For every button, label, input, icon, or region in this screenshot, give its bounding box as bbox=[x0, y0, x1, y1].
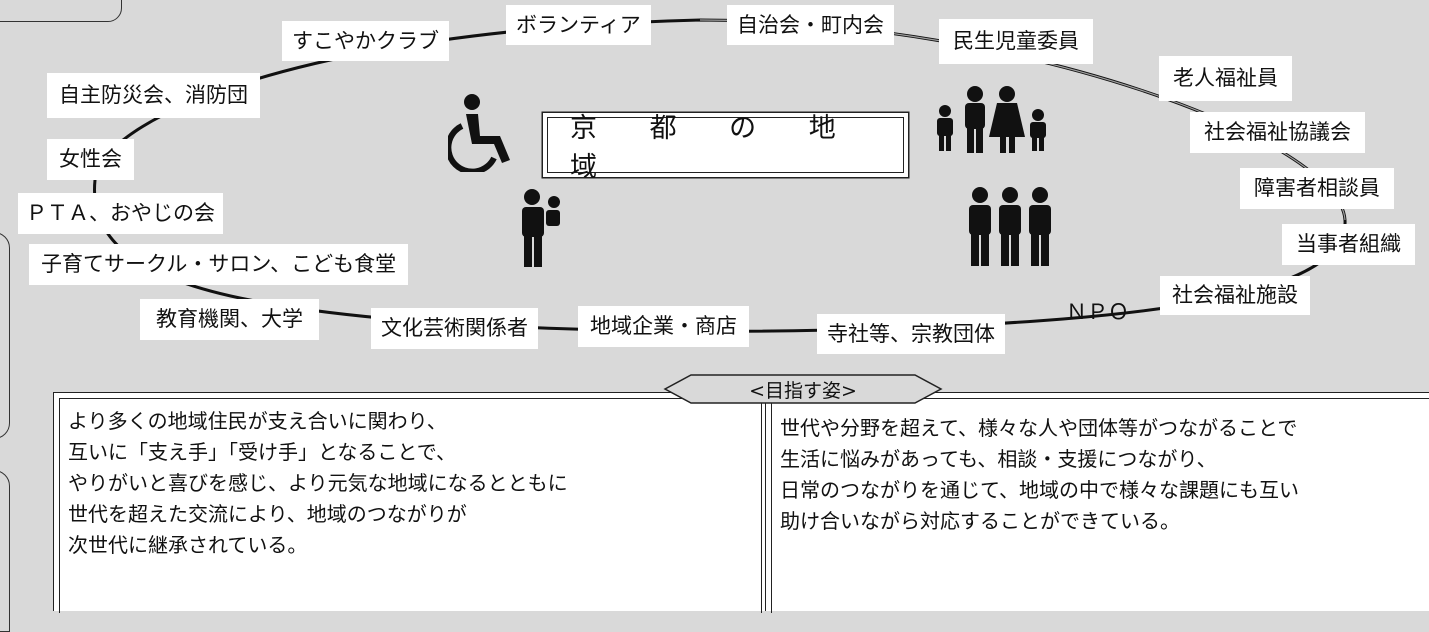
wheelchair-icon bbox=[448, 94, 510, 172]
label-jisha-shuukyou: 寺社等、宗教団体 bbox=[817, 314, 1005, 354]
label-toujisha-soshiki: 当事者組織 bbox=[1282, 224, 1415, 265]
label-bousaikai: 自主防災会、消防団 bbox=[47, 73, 260, 118]
goal-title-ribbon: <目指す姿> bbox=[663, 373, 943, 405]
goal-left-line-5: 次世代に継承されている。 bbox=[68, 533, 308, 557]
label-roujin-fukushiin: 老人福祉員 bbox=[1159, 56, 1292, 101]
label-shakai-fukushi-shisetsu: 社会福祉施設 bbox=[1160, 276, 1310, 315]
family-icon bbox=[937, 86, 1046, 153]
label-chiiki-kigyou: 地域企業・商店 bbox=[578, 306, 749, 347]
label-kyouiku-kikan: 教育機関、大学 bbox=[140, 299, 319, 340]
goal-right-line-1: 世代や分野を超えて、様々な人や団体等がつながることで bbox=[780, 416, 1298, 440]
goal-right-line-2: 生活に悩みがあっても、相談・支援につながり、 bbox=[780, 447, 1217, 471]
label-npo: ＮＰＯ bbox=[1066, 300, 1129, 324]
label-shakai-fukushi-kyougikai: 社会福祉協議会 bbox=[1190, 112, 1365, 153]
label-volunteer: ボランティア bbox=[506, 5, 651, 45]
label-shougaisha-soudanin: 障害者相談員 bbox=[1240, 168, 1394, 209]
label-sukoyaka-club: すこやかクラブ bbox=[282, 21, 449, 61]
goal-panel-right: 世代や分野を超えて、様々な人や団体等がつながることで 生活に悩みがあっても、相談… bbox=[765, 392, 1429, 613]
goal-panel-left: より多くの地域住民が支え合いに関わり、 互いに「支え手」「受け手」となることで、… bbox=[53, 392, 768, 613]
goal-left-line-1: より多くの地域住民が支え合いに関わり、 bbox=[68, 409, 447, 433]
label-minsei-jidou-iin: 民生児童委員 bbox=[939, 19, 1093, 64]
center-title-kyoto-region: 京 都 の 地 域 bbox=[547, 113, 904, 183]
goal-left-line-2: 互いに「支え手」「受け手」となることで、 bbox=[68, 440, 456, 464]
goal-right-line-4: 助け合いながら対応することができている。 bbox=[780, 509, 1180, 533]
group-of-people-icon bbox=[969, 187, 1051, 266]
label-pta: ＰＴＡ、おやじの会 bbox=[18, 193, 223, 234]
goal-left-line-3: やりがいと喜びを感じ、より元気な地域になるとともに bbox=[68, 471, 568, 495]
label-jichikai: 自治会・町内会 bbox=[727, 5, 894, 45]
label-bunka-geijutsu: 文化芸術関係者 bbox=[371, 308, 538, 349]
goal-right-line-3: 日常のつながりを通じて、地域の中で様々な課題にも互い bbox=[780, 478, 1299, 502]
goal-left-line-4: 世代を超えた交流により、地域のつながりが bbox=[68, 502, 467, 526]
parent-carrying-child-icon bbox=[522, 189, 560, 267]
label-joseikai: 女性会 bbox=[47, 139, 134, 180]
label-kosodate-circle: 子育てサークル・サロン、こども食堂 bbox=[29, 244, 409, 285]
goal-title: <目指す姿> bbox=[749, 379, 857, 402]
side-box-top bbox=[0, 0, 122, 22]
